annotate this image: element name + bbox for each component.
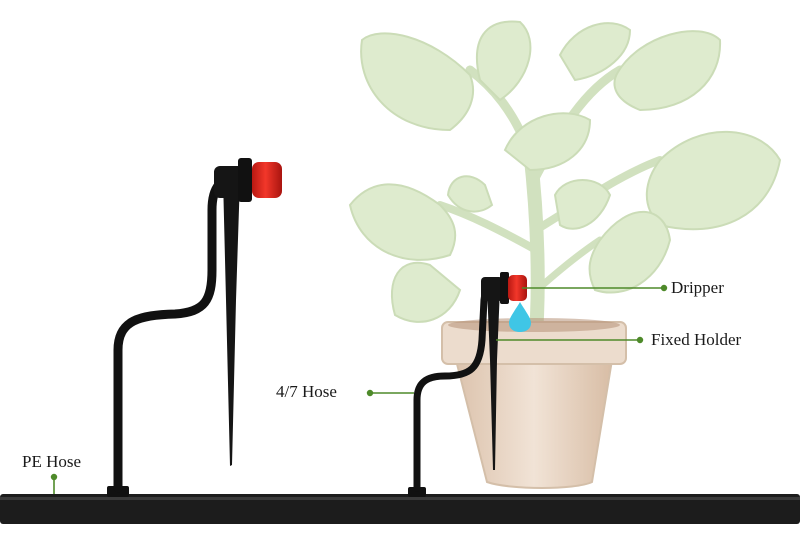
water-drop [509, 302, 531, 332]
leaf [588, 210, 672, 294]
dripper-cap [508, 275, 527, 301]
leaf [360, 32, 475, 132]
dripper-leader-dot [660, 284, 668, 292]
leaf [390, 262, 462, 323]
fixed-holder-stake [487, 288, 500, 470]
leaf [558, 22, 632, 82]
dripper-base [500, 272, 509, 304]
holder-head [481, 277, 503, 301]
plant-leaves [348, 20, 782, 323]
hose-leader-dot [366, 389, 374, 397]
left-drip-assembly [107, 158, 282, 497]
leaf [503, 112, 592, 172]
pe-hose [0, 494, 800, 524]
leaf [645, 130, 782, 231]
fixed-holder-label: Fixed Holder [651, 330, 742, 349]
micro-hose [113, 173, 240, 493]
leader-lines [50, 284, 668, 494]
leaf [553, 179, 612, 230]
flower-pot [441, 318, 627, 489]
hose-4-7-label: 4/7 Hose [276, 382, 337, 401]
right-drip-assembly [408, 272, 531, 497]
leaf [446, 175, 494, 213]
pe-hose-highlight [0, 497, 800, 500]
leaf [475, 20, 532, 102]
pot-body [454, 359, 614, 489]
holder-head [214, 166, 244, 198]
leaf [613, 30, 722, 112]
pe-hose-leader-dot [50, 473, 58, 481]
dripper-label: Dripper [671, 278, 724, 297]
dripper-base [238, 158, 252, 202]
dripper-cap [252, 162, 282, 198]
leaf [348, 183, 457, 261]
fixed-holder-stake [223, 178, 240, 466]
hose-connector [408, 487, 426, 497]
pe-hose-label: PE Hose [22, 452, 82, 471]
plant-illustration [348, 20, 782, 355]
fixed-holder-leader-dot [636, 336, 644, 344]
pot-soil [448, 318, 620, 332]
